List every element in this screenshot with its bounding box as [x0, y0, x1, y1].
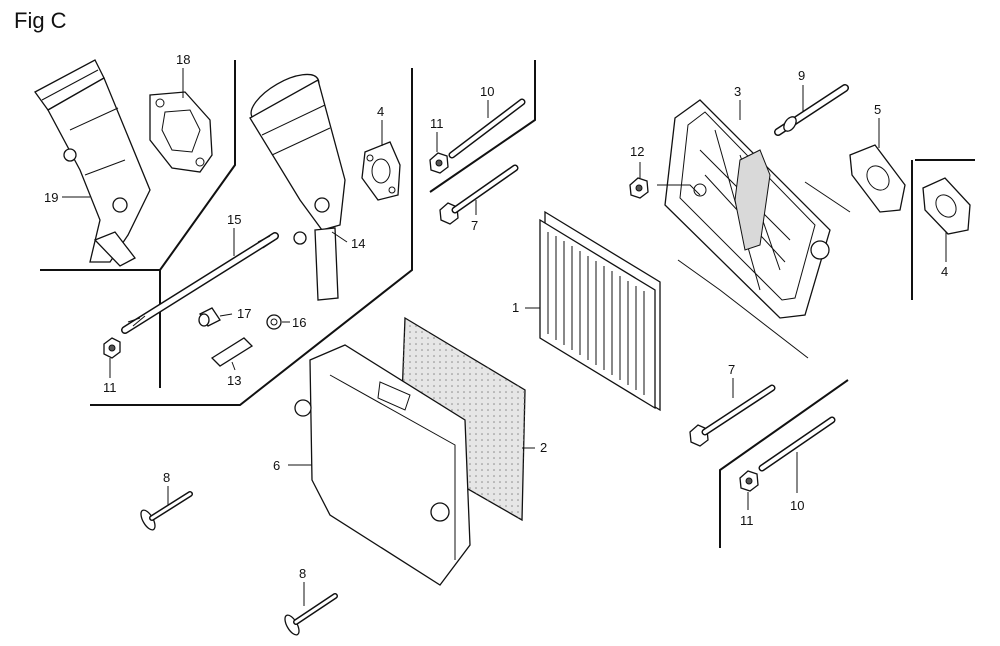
callout-9: 9	[798, 68, 805, 83]
callout-labels: 18 19 14 4 10 11 15 11 17 16 13 7 12 3 9…	[44, 52, 948, 581]
callout-4-left: 4	[377, 104, 384, 119]
callout-11-top: 11	[430, 116, 444, 131]
callout-14: 14	[351, 236, 365, 251]
callout-18: 18	[176, 52, 190, 67]
part-5-gasket	[849, 144, 906, 213]
callout-8-upper: 8	[163, 470, 170, 485]
part-10-bolt-top	[448, 98, 526, 159]
callout-4-right: 4	[941, 264, 948, 279]
part-13-pin	[210, 337, 254, 367]
callout-3: 3	[734, 84, 741, 99]
part-7-bolt-bottom	[689, 384, 776, 447]
callout-10-bottom: 10	[790, 498, 804, 513]
part-17-plug	[198, 307, 221, 327]
part-10-bolt-bottom	[758, 416, 836, 472]
callout-11-bottom: 11	[740, 513, 754, 528]
callout-19: 19	[44, 190, 58, 205]
callout-15: 15	[227, 212, 241, 227]
part-8-bolt-upper	[140, 491, 193, 531]
part-3-cleaner-base	[664, 99, 831, 319]
leader-lines	[62, 68, 947, 606]
callout-5: 5	[874, 102, 881, 117]
callout-12: 12	[630, 144, 644, 159]
part-8-bolt-lower	[284, 593, 338, 636]
figure-title: Fig C	[14, 8, 67, 33]
part-11-nut-left	[103, 337, 121, 359]
callout-7-top: 7	[471, 218, 478, 233]
filter-pleats	[547, 232, 645, 395]
part-12-nut	[629, 177, 649, 199]
callout-7-bottom: 7	[728, 362, 735, 377]
part-16-washer	[266, 314, 282, 330]
part-6-cleaner-cover	[294, 344, 471, 586]
callout-11-left: 11	[103, 380, 117, 395]
callout-2: 2	[540, 440, 547, 455]
part-4-gasket-left	[361, 141, 401, 201]
part-14-elbow-pipe	[249, 73, 346, 301]
part-19-elbow-pipe	[34, 59, 151, 267]
callout-17: 17	[237, 306, 251, 321]
part-18-gasket	[149, 91, 213, 173]
section-divider-lines	[40, 60, 975, 548]
callout-6: 6	[273, 458, 280, 473]
part-7-bolt-top	[439, 164, 519, 225]
part-11-nut-top	[429, 152, 449, 174]
part-1-filter-element	[539, 210, 661, 412]
part-4-gasket-right	[922, 177, 971, 235]
callout-8-lower: 8	[299, 566, 306, 581]
callout-16: 16	[292, 315, 306, 330]
callout-13: 13	[227, 373, 241, 388]
part-11-nut-bottom	[739, 470, 759, 492]
part-9-bolt	[774, 84, 849, 136]
part-15-stud-bolt	[121, 232, 279, 334]
callout-1: 1	[512, 300, 519, 315]
callout-10-top: 10	[480, 84, 494, 99]
